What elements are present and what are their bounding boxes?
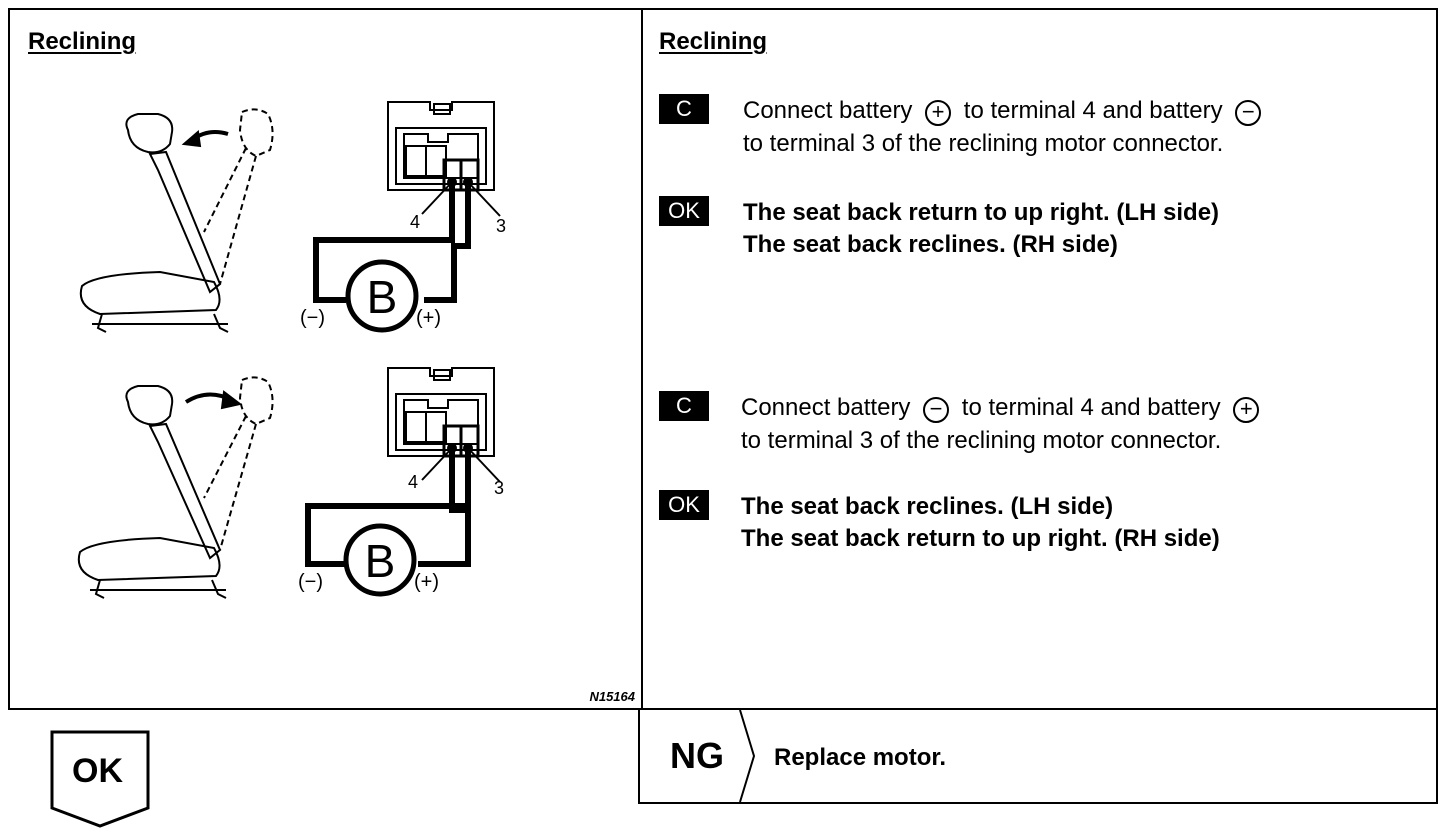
- ok-badge: OK: [659, 196, 709, 226]
- seat-figure-bottom: [77, 376, 274, 599]
- step-2-line-1: Connect battery − to terminal 4 and batt…: [741, 391, 1265, 424]
- pos-label-top: (+): [416, 307, 441, 329]
- minus-circle-icon: −: [1235, 100, 1262, 126]
- terminal-3-label-top: 3: [496, 216, 506, 236]
- plus-circle-icon: +: [925, 100, 952, 126]
- illustration-panel: Reclining: [8, 8, 643, 710]
- ok-badge: OK: [659, 490, 709, 520]
- step-text: to terminal 4 and battery: [961, 394, 1221, 421]
- step-1-result-2: The seat back reclines. (RH side): [743, 231, 1118, 258]
- ng-label: NG: [670, 735, 724, 776]
- step-1-line-1: Connect battery + to terminal 4 and batt…: [743, 94, 1267, 127]
- wiring-diagram: 4 3 B (−) (+) 4 3 B (−) (+): [77, 101, 506, 599]
- check-badge: C: [659, 391, 709, 421]
- step-2-result-1: The seat back reclines. (LH side): [741, 493, 1114, 520]
- terminal-4-label-bottom: 4: [408, 472, 418, 492]
- neg-label-top: (−): [300, 307, 325, 329]
- connector-circuit-bottom: [305, 367, 501, 597]
- step-text: Connect battery: [741, 394, 911, 421]
- ng-result-box: NG Replace motor.: [638, 708, 1438, 804]
- terminal-3-label-bottom: 3: [494, 478, 504, 498]
- ok-arrow-shape: [50, 730, 150, 828]
- ok-label: OK: [72, 752, 123, 790]
- battery-label-top: B: [367, 271, 398, 323]
- seat-figure-top: [79, 108, 274, 333]
- instruction-panel: Reclining C Connect battery + to termina…: [641, 8, 1438, 710]
- figure-id: N15164: [589, 689, 635, 704]
- step-1-result-1: The seat back return to up right. (LH si…: [743, 199, 1220, 226]
- left-heading: Reclining: [28, 28, 137, 55]
- pos-label-bottom: (+): [414, 571, 439, 593]
- chevron-right-icon: [739, 709, 756, 803]
- step-1-line-2: to terminal 3 of the reclining motor con…: [743, 130, 1224, 157]
- step-text: to terminal 4 and battery: [963, 97, 1223, 124]
- ng-action-text: Replace motor.: [774, 744, 947, 771]
- terminal-4-label-top: 4: [410, 212, 420, 232]
- minus-circle-icon: −: [923, 397, 950, 423]
- plus-circle-icon: +: [1233, 397, 1260, 423]
- check-badge: C: [659, 94, 709, 124]
- step-text: Connect battery: [743, 97, 913, 124]
- step-2-line-2: to terminal 3 of the reclining motor con…: [741, 427, 1222, 454]
- right-heading: Reclining: [659, 28, 768, 55]
- neg-label-bottom: (−): [298, 571, 323, 593]
- battery-label-bottom: B: [365, 535, 396, 587]
- step-2-result-2: The seat back return to up right. (RH si…: [741, 525, 1220, 552]
- connector-circuit-top: [313, 101, 501, 333]
